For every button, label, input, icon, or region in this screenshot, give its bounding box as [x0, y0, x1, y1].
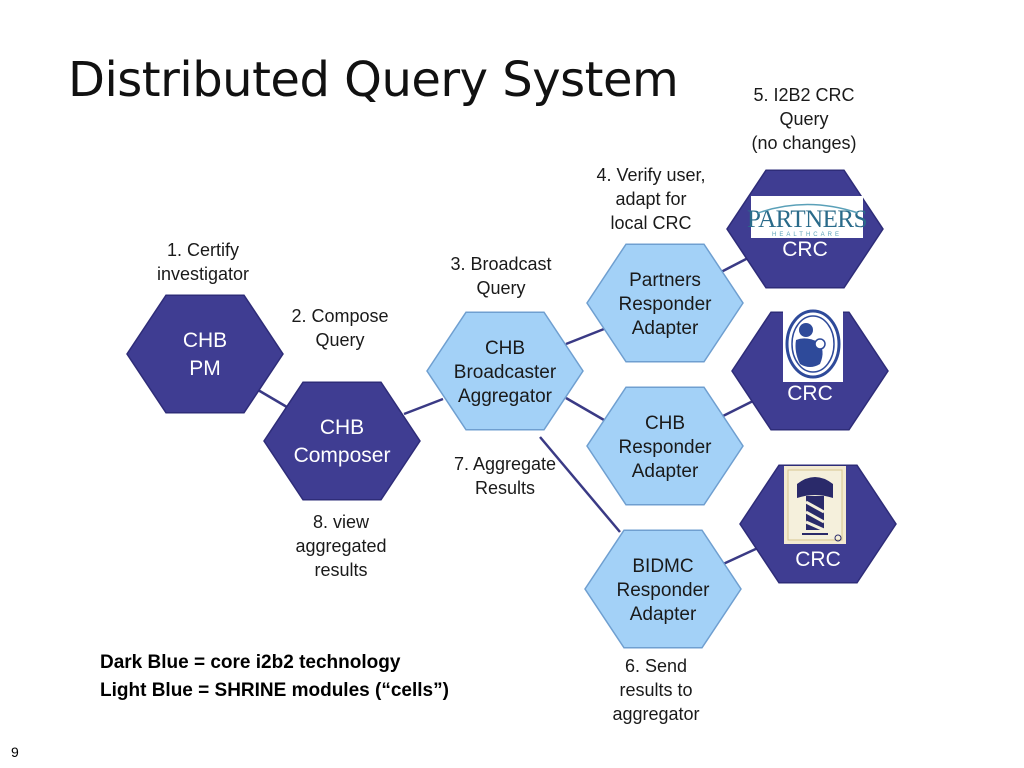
- bidmc-logo: [784, 466, 846, 544]
- node-label: BIDMC: [632, 556, 693, 577]
- node-label: Responder: [619, 294, 713, 315]
- connectors: [257, 255, 761, 567]
- node-label: Responder: [619, 437, 713, 458]
- node-label: CHB: [183, 329, 227, 352]
- legend-light-blue: Light Blue = SHRINE modules (“cells”): [100, 680, 449, 701]
- node-label: PM: [189, 357, 221, 380]
- connector-broadcaster-chb: [565, 396, 605, 422]
- childrens-hospital-logo: [783, 307, 843, 382]
- node-label: CHB: [485, 338, 525, 359]
- node-chb-pm: CHB PM: [126, 294, 284, 414]
- node-label: Adapter: [632, 461, 699, 482]
- node-label: CRC: [787, 382, 833, 405]
- node-label: Broadcaster: [454, 362, 557, 383]
- node-label: Aggregator: [458, 386, 553, 407]
- hexagon-shape: [426, 311, 584, 431]
- node-label: Responder: [617, 580, 711, 601]
- hexagon-shape: [586, 243, 744, 363]
- hexagon-shape: [126, 294, 284, 414]
- node-label: CHB: [320, 416, 364, 439]
- node-label: Partners: [629, 270, 701, 291]
- hexagon-shape: [586, 386, 744, 506]
- svg-text:HEALTHCARE: HEALTHCARE: [772, 232, 842, 238]
- connector-partners-crc: [720, 255, 751, 274]
- page-number: 9: [11, 744, 19, 760]
- node-label: CRC: [782, 238, 828, 261]
- connector-broadcaster-bidmc: [539, 436, 621, 533]
- connector-chb-crc: [722, 399, 754, 418]
- node-label: Adapter: [632, 318, 699, 339]
- hexagon-shape: [584, 529, 742, 649]
- node-label: Composer: [294, 444, 391, 467]
- connector-bidmc-crc: [720, 545, 761, 567]
- partners-healthcare-logo: PARTNERS HEALTHCARE: [747, 196, 868, 238]
- slide-title: Distributed Query System: [68, 52, 679, 108]
- node-label: Adapter: [630, 604, 697, 625]
- connector-composer-broadcaster: [403, 397, 444, 416]
- node-label: CRC: [795, 548, 841, 571]
- node-chb-composer: CHB Composer: [263, 381, 421, 501]
- node-label: CHB: [645, 413, 685, 434]
- connector-broadcaster-partners: [565, 327, 605, 346]
- legend-dark-blue: Dark Blue = core i2b2 technology: [100, 652, 401, 673]
- hexagon-shape: [263, 381, 421, 501]
